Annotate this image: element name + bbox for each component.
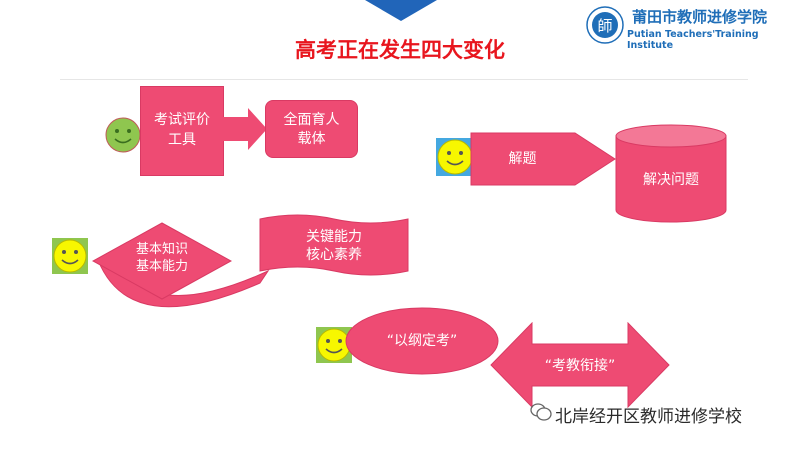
page-title: 高考正在发生四大变化 <box>295 38 505 62</box>
exam-evaluation-line2: 工具 <box>168 132 196 148</box>
holistic-education-box <box>265 100 358 158</box>
title-divider <box>60 79 748 80</box>
solve-problem-label: 解决问题 <box>643 172 699 188</box>
key-competence-banner <box>259 214 409 276</box>
footer-watermark: 北岸经开区教师进修学校 <box>555 407 742 427</box>
solve-question-arrow <box>470 132 616 186</box>
syllabus-bubble <box>345 307 499 375</box>
logo-name-en: Putian Teachers'Training Institute <box>627 29 759 51</box>
holistic-education-line2: 载体 <box>297 131 326 147</box>
logo-name-cn: 莆田市教师进修学院 <box>632 8 768 26</box>
smiley-icon <box>52 238 88 274</box>
teach-exam-label: “考教衔接” <box>544 358 616 374</box>
top-chevron-icon <box>365 0 437 21</box>
holistic-education-line1: 全面育人 <box>283 112 340 128</box>
basic-knowledge-line1: 基本知识 <box>135 242 188 257</box>
smiley-icon <box>105 117 141 153</box>
exam-evaluation-line1: 考试评价 <box>154 112 210 128</box>
cylinder-shape <box>615 124 727 223</box>
wechat-icon <box>530 403 552 421</box>
syllabus-label: “以纲定考” <box>386 333 458 349</box>
logo-seal-icon: 師 <box>586 6 624 44</box>
svg-text:師: 師 <box>597 17 612 35</box>
exam-evaluation-box <box>140 86 224 176</box>
basic-knowledge-diamond <box>92 222 232 300</box>
key-competence-line2: 核心素养 <box>306 247 362 263</box>
basic-knowledge-line2: 基本能力 <box>135 259 188 274</box>
key-competence-line1: 关键能力 <box>306 229 362 245</box>
teach-exam-double-arrow <box>490 322 670 408</box>
solve-question-label: 解题 <box>508 151 537 167</box>
smiley-icon <box>436 138 474 176</box>
arrow-right-icon <box>222 108 267 150</box>
